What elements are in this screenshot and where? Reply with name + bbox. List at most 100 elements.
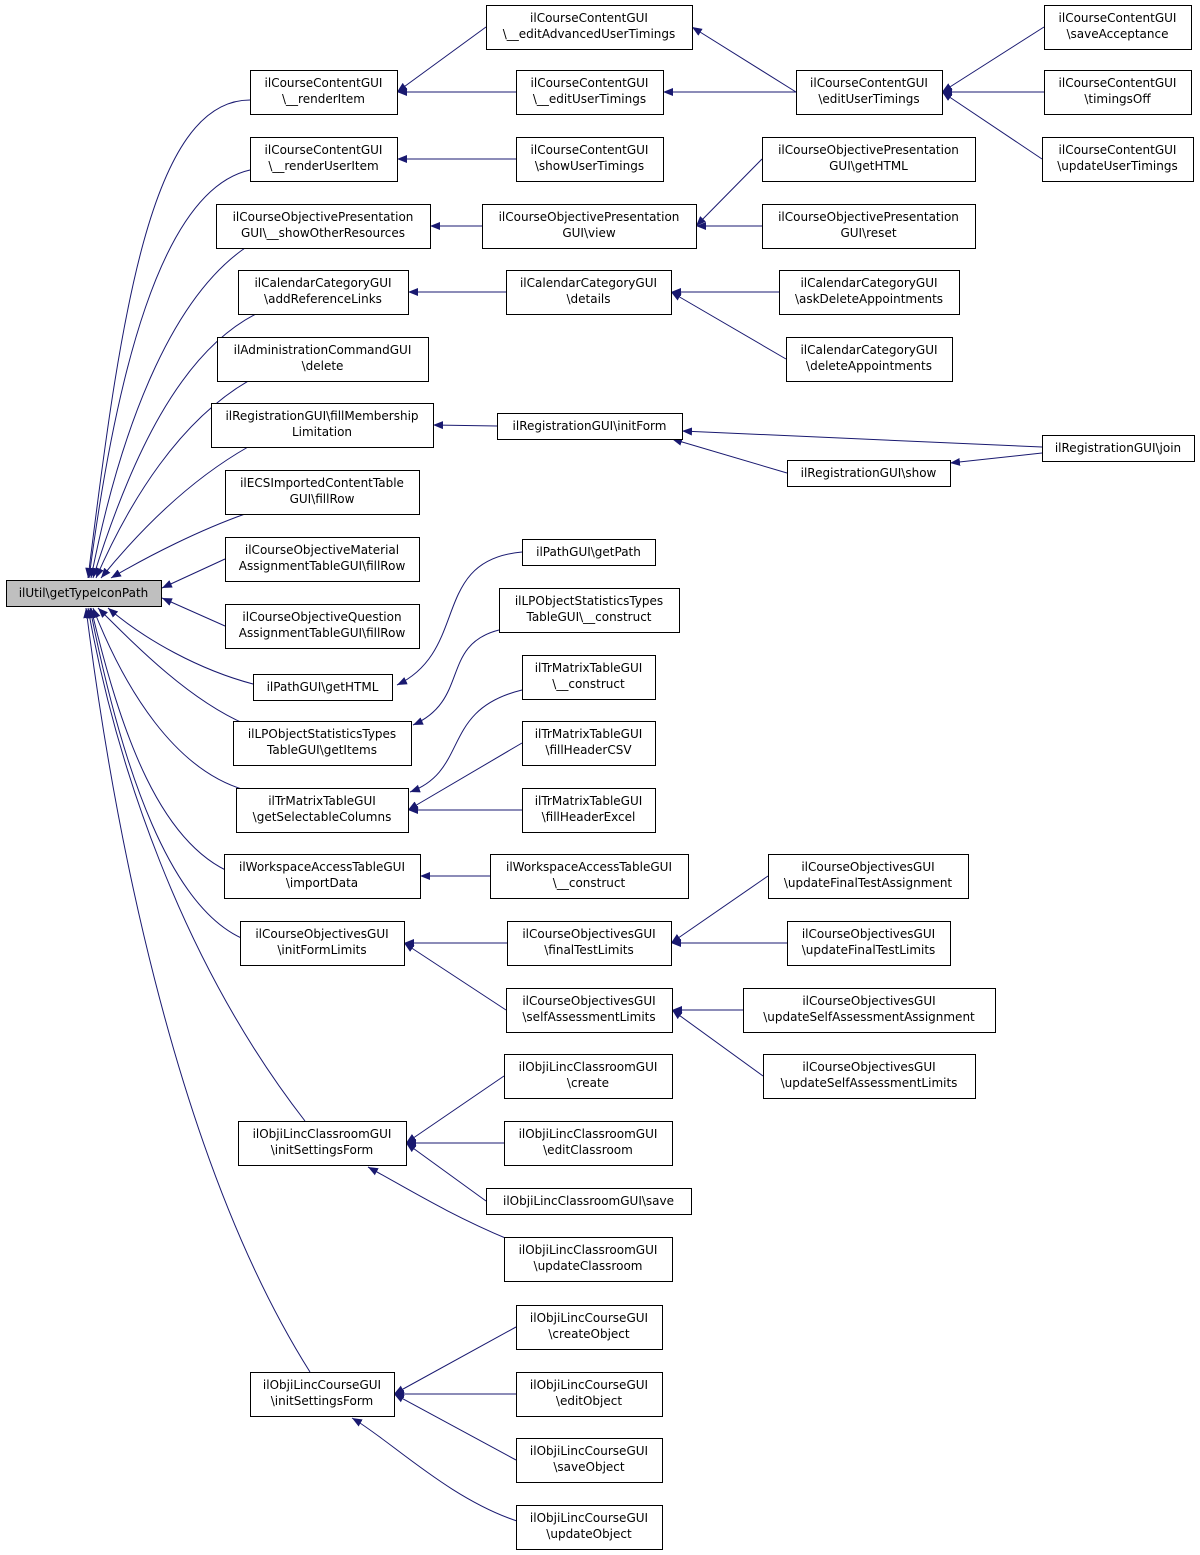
node-label: \__editUserTimings xyxy=(533,92,646,106)
caller-node[interactable]: ilLPObjectStatisticsTypesTableGUI\__cons… xyxy=(499,588,680,633)
node-label: GUI\__showOtherResources xyxy=(241,226,405,240)
caller-node[interactable]: ilObjiLincCourseGUI\createObject xyxy=(516,1305,663,1350)
edge-arrow xyxy=(670,291,787,360)
caller-node[interactable]: ilCourseContentGUI\__editAdvancedUserTim… xyxy=(486,5,693,50)
edge-arrow xyxy=(83,607,311,1373)
node-box xyxy=(779,270,960,315)
caller-node[interactable]: ilObjiLincCourseGUI\editObject xyxy=(516,1372,663,1417)
edge-arrow xyxy=(681,427,1043,448)
caller-node[interactable]: ilCourseContentGUI\__renderItem xyxy=(250,70,398,115)
node-label: ilAdministrationCommandGUI xyxy=(234,343,412,357)
caller-node[interactable]: ilCourseObjectivesGUI\updateSelfAssessme… xyxy=(743,988,996,1033)
edge-arrow xyxy=(161,597,226,627)
node-label: ilLPObjectStatisticsTypes xyxy=(248,727,396,741)
root-node[interactable]: ilUtil\getTypeIconPath xyxy=(6,580,162,607)
node-label: \timingsOff xyxy=(1084,92,1151,106)
caller-node[interactable]: ilCourseObjectivesGUI\updateFinalTestAss… xyxy=(768,854,969,899)
caller-node[interactable]: ilObjiLincClassroomGUI\initSettingsForm xyxy=(238,1121,407,1166)
caller-node[interactable]: ilTrMatrixTableGUI\__construct xyxy=(522,655,656,700)
node-box xyxy=(507,921,672,966)
caller-node[interactable]: ilCourseContentGUI\__editUserTimings xyxy=(516,70,664,115)
caller-node[interactable]: ilRegistrationGUI\show xyxy=(787,460,951,487)
caller-node[interactable]: ilCourseContentGUI\__renderUserItem xyxy=(250,137,398,182)
caller-node[interactable]: ilWorkspaceAccessTableGUI\__construct xyxy=(490,854,689,899)
caller-node[interactable]: ilObjiLincClassroomGUI\create xyxy=(504,1054,673,1099)
edge-arrow xyxy=(110,513,246,579)
caller-node[interactable]: ilLPObjectStatisticsTypesTableGUI\getIte… xyxy=(233,721,412,766)
call-edge xyxy=(100,446,249,579)
caller-node[interactable]: ilCalendarCategoryGUI\askDeleteAppointme… xyxy=(779,270,960,315)
caller-node[interactable]: ilTrMatrixTableGUI\getSelectableColumns xyxy=(236,788,409,833)
node-box xyxy=(504,1121,673,1166)
call-edge xyxy=(97,607,246,725)
node-label: \editClassroom xyxy=(543,1143,633,1157)
node-label: ilCourseContentGUI xyxy=(531,143,649,157)
caller-node[interactable]: ilRegistrationGUI\initForm xyxy=(497,413,683,440)
caller-node[interactable]: ilCourseContentGUI \showUserTimings xyxy=(516,137,664,182)
node-label: ilCourseObjectiveQuestion xyxy=(242,610,401,624)
node-box xyxy=(506,270,672,315)
caller-node[interactable]: ilCourseObjectivePresentationGUI\__showO… xyxy=(216,204,431,249)
caller-node[interactable]: ilTrMatrixTableGUI\fillHeaderCSV xyxy=(522,721,656,766)
caller-node[interactable]: ilCalendarCategoryGUI\deleteAppointments xyxy=(786,337,953,382)
node-box xyxy=(486,1188,692,1215)
caller-node[interactable]: ilObjiLincClassroomGUI\save xyxy=(486,1188,692,1215)
node-label: TableGUI\getItems xyxy=(266,743,377,757)
caller-node[interactable]: ilTrMatrixTableGUI\fillHeaderExcel xyxy=(522,788,656,833)
caller-node[interactable]: ilObjiLincCourseGUI\initSettingsForm xyxy=(250,1372,395,1417)
caller-node[interactable]: ilObjiLincClassroomGUI\updateClassroom xyxy=(504,1237,673,1282)
node-label: \__renderItem xyxy=(282,92,365,106)
edge-arrow xyxy=(367,1166,511,1241)
caller-node[interactable]: ilRegistrationGUI\fillMembershipLimitati… xyxy=(211,403,434,448)
edge-arrow xyxy=(941,91,1043,160)
caller-node[interactable]: ilAdministrationCommandGUI\delete xyxy=(217,337,429,382)
node-label: \create xyxy=(567,1076,609,1090)
call-edge xyxy=(393,1393,517,1461)
caller-node[interactable]: ilObjiLincClassroomGUI\editClassroom xyxy=(504,1121,673,1166)
edge-arrow xyxy=(92,311,261,579)
caller-node[interactable]: ilCourseObjectiveMaterialAssignmentTable… xyxy=(225,537,420,582)
node-box xyxy=(516,1372,663,1417)
node-label: ilUtil\getTypeIconPath xyxy=(19,586,149,600)
node-label: ilObjiLincCourseGUI xyxy=(530,1444,648,1458)
node-label: \showUserTimings xyxy=(535,159,644,173)
caller-node[interactable]: ilCourseObjectivesGUI\selfAssessmentLimi… xyxy=(506,988,673,1033)
caller-node[interactable]: ilCourseContentGUI\editUserTimings xyxy=(796,70,943,115)
caller-node[interactable]: ilCalendarCategoryGUI\details xyxy=(506,270,672,315)
node-label: ilCourseContentGUI xyxy=(265,143,383,157)
caller-node[interactable]: ilCourseContentGUI\timingsOff xyxy=(1044,70,1192,115)
node-box xyxy=(233,721,412,766)
caller-node[interactable]: ilCalendarCategoryGUI\addReferenceLinks xyxy=(238,270,409,315)
caller-node[interactable]: ilObjiLincCourseGUI\updateObject xyxy=(516,1505,663,1550)
caller-node[interactable]: ilCourseObjectivesGUI\updateSelfAssessme… xyxy=(763,1054,976,1099)
call-edge xyxy=(671,1009,764,1077)
caller-node[interactable]: ilWorkspaceAccessTableGUI\importData xyxy=(224,854,421,899)
caller-node[interactable]: ilCourseContentGUI\saveAcceptance xyxy=(1044,5,1192,50)
caller-node[interactable]: ilCourseObjectiveQuestionAssignmentTable… xyxy=(225,604,420,649)
caller-node[interactable]: ilCourseObjectivesGUI\finalTestLimits xyxy=(507,921,672,966)
node-label: \updateSelfAssessmentAssignment xyxy=(763,1010,975,1024)
edge-arrow xyxy=(107,607,254,685)
node-box xyxy=(743,988,996,1033)
edge-arrow xyxy=(88,607,256,944)
caller-node[interactable]: ilCourseContentGUI\updateUserTimings xyxy=(1042,137,1194,182)
node-label: \updateObject xyxy=(546,1527,632,1541)
node-box xyxy=(217,337,429,382)
caller-node[interactable]: ilRegistrationGUI\join xyxy=(1042,435,1195,462)
caller-node[interactable]: ilCourseObjectivesGUI\initFormLimits xyxy=(240,921,405,966)
node-label: ilCalendarCategoryGUI xyxy=(254,276,391,290)
call-edge xyxy=(670,291,787,360)
call-edge xyxy=(403,942,507,1011)
caller-node[interactable]: ilPathGUI\getPath xyxy=(522,539,656,566)
node-label: ilCourseContentGUI xyxy=(1059,11,1177,25)
node-label: ilTrMatrixTableGUI xyxy=(535,727,643,741)
caller-node[interactable]: ilCourseObjectivesGUI\updateFinalTestLim… xyxy=(787,921,951,966)
caller-node[interactable]: ilObjiLincCourseGUI\saveObject xyxy=(516,1438,663,1483)
caller-node[interactable]: ilPathGUI\getHTML xyxy=(253,674,393,701)
node-box xyxy=(497,413,683,440)
